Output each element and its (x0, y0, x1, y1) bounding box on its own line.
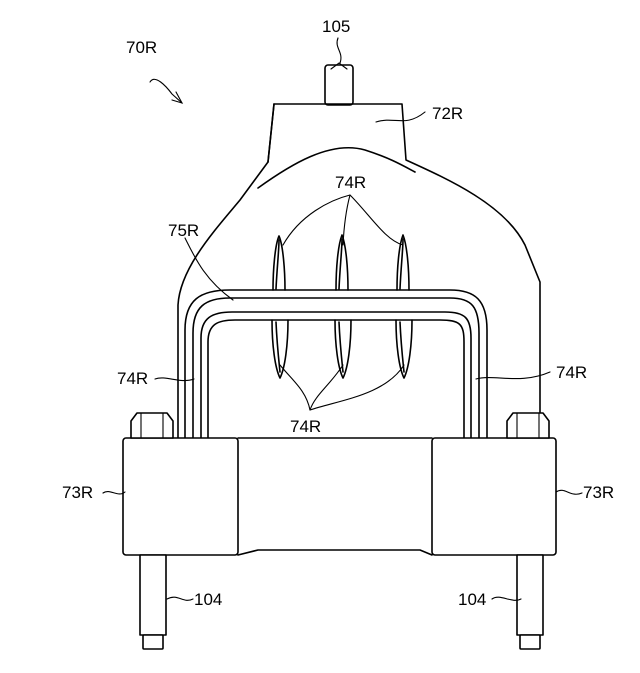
u-frame (184, 289, 488, 439)
label-shaft-top: 105 (322, 17, 350, 36)
right-bolt (516, 554, 544, 650)
label-block-left: 73R (62, 483, 93, 502)
label-ribs-top: 74R (335, 173, 366, 192)
label-rib-left: 74R (117, 369, 148, 388)
right-hex-nut (506, 412, 550, 439)
left-block (122, 437, 239, 556)
label-ribs-bottom: 74R (290, 417, 321, 436)
upper-bracket-seam (257, 146, 416, 189)
leader-lines (102, 37, 583, 601)
top-shaft (324, 62, 354, 106)
left-bolt (139, 554, 167, 650)
right-block (431, 437, 557, 556)
label-bolt-left: 104 (194, 590, 222, 609)
left-hex-nut (130, 412, 174, 439)
upper-ribs (272, 234, 410, 291)
base-plate (237, 437, 433, 556)
lower-ribs (271, 319, 413, 379)
label-bolt-right: 104 (458, 590, 486, 609)
label-upper-bracket: 72R (432, 104, 463, 123)
housing-outline (177, 103, 541, 439)
housing-shoulder-left (267, 103, 275, 163)
label-assembly: 70R (126, 38, 157, 57)
label-block-right: 73R (583, 483, 614, 502)
label-rib-right: 74R (556, 363, 587, 382)
label-frame: 75R (168, 221, 199, 240)
